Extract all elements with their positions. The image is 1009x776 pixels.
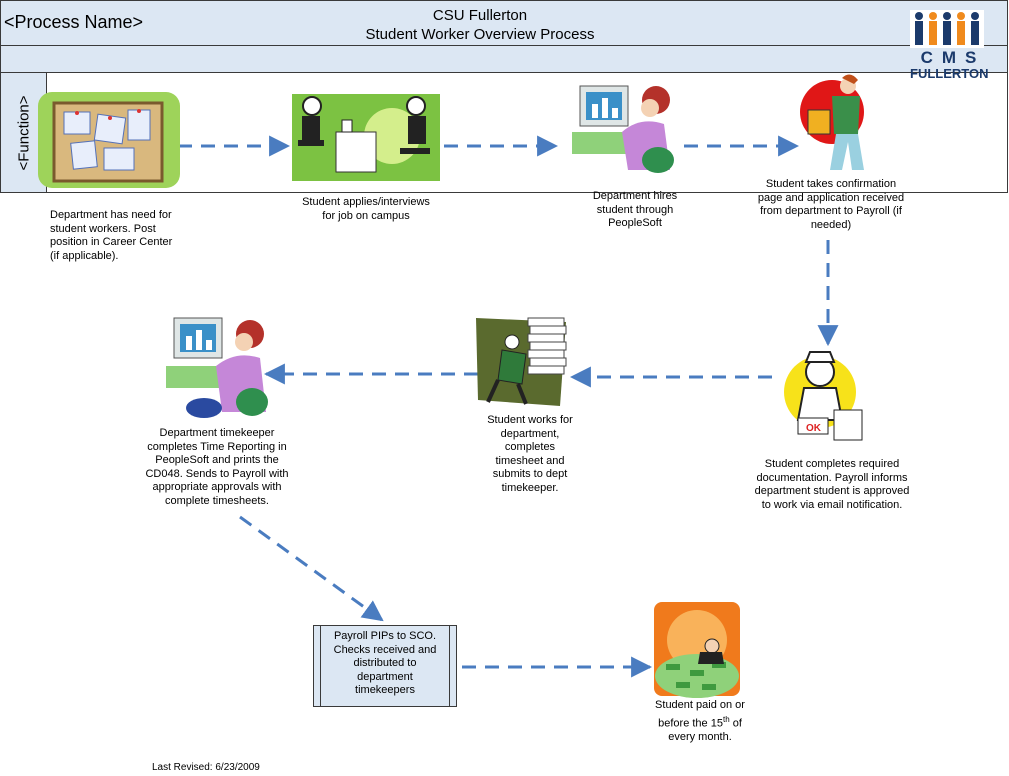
caption-line: Student takes confirmation	[765, 178, 897, 190]
header-band	[0, 0, 1008, 46]
caption-line: timesheet and	[495, 454, 565, 467]
logo-letters: CMS	[920, 48, 986, 67]
bulletin-board-icon	[38, 92, 180, 188]
caption-confirmation: Student takes confirmation page and appl…	[745, 178, 917, 232]
paper-stack-worker-icon	[476, 317, 567, 406]
caption-line: Student works for	[487, 414, 573, 426]
caption-line: Checks received and	[333, 643, 437, 656]
caption-line: PeopleSoft and prints the	[155, 454, 279, 466]
caption-line: Department timekeeper	[159, 427, 275, 439]
documentation-ok-icon: OK	[784, 351, 863, 441]
caption-student-applies: Student applies/interviews for job on ca…	[281, 196, 451, 223]
caption-line: position in Career Center	[50, 236, 173, 248]
caption-dept-need: Department has need for student workers.…	[50, 209, 210, 263]
caption-line: for job on campus	[322, 209, 410, 222]
caption-student-works: Student works for department, completes …	[470, 414, 590, 495]
svg-text:OK: OK	[806, 423, 822, 434]
interview-icon	[292, 94, 440, 181]
caption-line: Payroll PIPs to SCO.	[333, 630, 437, 642]
caption-line: documentation. Payroll informs	[756, 471, 908, 484]
caption-line: from department to Payroll (if	[760, 205, 902, 217]
caption-line: student workers. Post	[50, 222, 156, 235]
caption-line: every month.	[668, 730, 732, 743]
caption-line: submits to dept	[492, 468, 568, 480]
caption-line: Department has need for	[50, 209, 172, 221]
caption-line: student through	[596, 203, 674, 216]
caption-line: appropriate approvals with	[152, 481, 282, 493]
caption-dept-hires: Department hires student through PeopleS…	[570, 190, 700, 231]
caption-line: department,	[500, 427, 560, 440]
process-name: <Process Name>	[4, 12, 144, 32]
last-revised: Last Revised: 6/23/2009	[152, 762, 260, 773]
caption-line: Student paid on or	[655, 699, 745, 711]
caption-line: (if applicable).	[50, 249, 119, 262]
caption-line: CD048. Sends to Payroll with	[145, 467, 289, 480]
caption-line: completes	[504, 441, 556, 453]
computer-user-icon-hire	[572, 85, 674, 173]
caption-line: needed)	[810, 218, 852, 231]
caption-line: department student is approved	[754, 485, 910, 497]
caption-documentation: Student completes required documentation…	[742, 458, 922, 512]
caption-fragment: of	[729, 717, 742, 730]
caption-line: department	[357, 670, 413, 683]
page-title: CSU Fullerton Student Worker Overview Pr…	[300, 6, 660, 44]
caption-line: timekeeper.	[501, 481, 559, 494]
cms-fullerton-logo: CMS FULLERTON	[910, 10, 989, 86]
title-line-2: Student Worker Overview Process	[365, 26, 595, 43]
caption-timekeeper: Department timekeeper completes Time Rep…	[122, 427, 312, 508]
caption-student-paid: Student paid on or before the 15th of ev…	[630, 699, 770, 744]
caption-superscript: th	[722, 714, 730, 724]
caption-line: timekeepers	[355, 684, 415, 696]
student-backpack-icon	[800, 74, 864, 170]
caption-line: Student applies/interviews	[302, 196, 430, 208]
payroll-sco-box: Payroll PIPs to SCO. Checks received and…	[313, 625, 457, 707]
computer-user-icon-timekeeper	[166, 317, 268, 418]
caption-fragment: before the 15	[658, 717, 723, 730]
caption-line: completes Time Reporting in	[147, 440, 287, 453]
money-pile-icon	[654, 602, 740, 698]
title-line-1: CSU Fullerton	[432, 7, 528, 24]
arrow-timekeeper-to-sco	[239, 515, 384, 622]
caption-line: Department hires	[592, 190, 678, 202]
people-icon	[910, 10, 984, 48]
caption-line: to work via email notification.	[761, 498, 903, 511]
caption-line: page and application received	[757, 191, 905, 204]
caption-line: Student completes required	[764, 458, 900, 470]
caption-line: before the 15th of	[630, 713, 770, 731]
caption-line: distributed to	[353, 657, 417, 669]
logo-name: FULLERTON	[910, 66, 989, 81]
caption-line: complete timesheets.	[165, 494, 269, 507]
caption-line: PeopleSoft	[608, 217, 662, 229]
